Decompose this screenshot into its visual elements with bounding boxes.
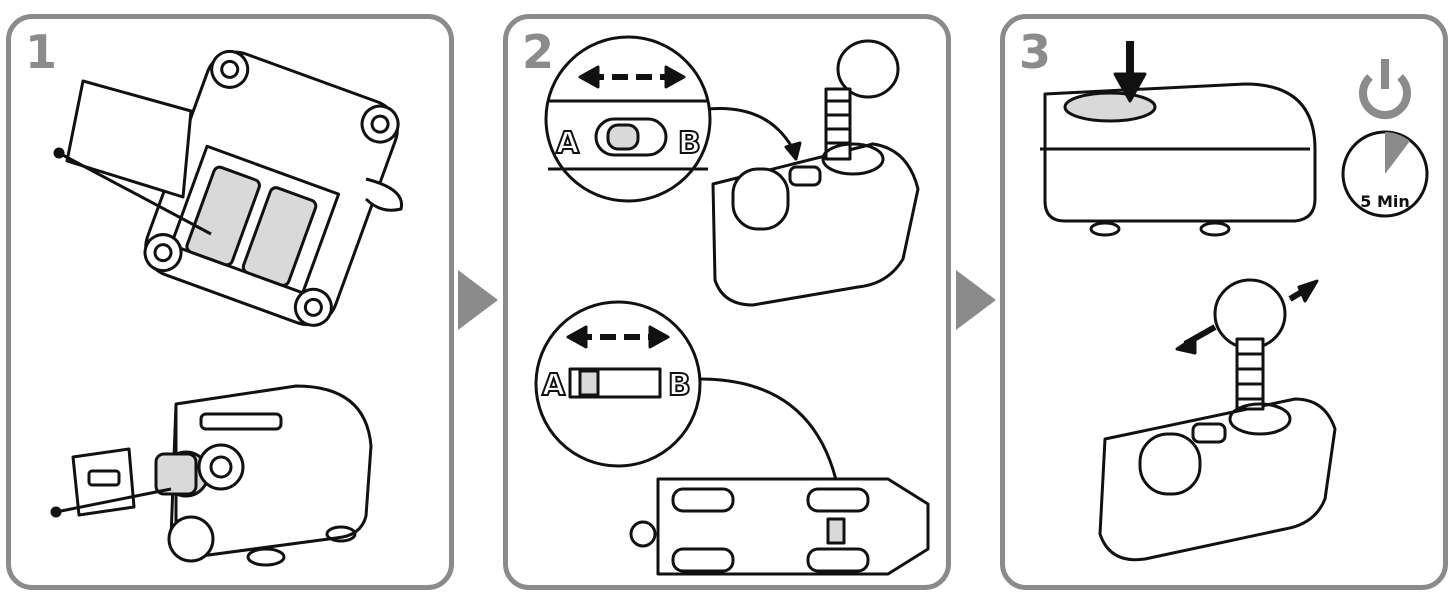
next-step-arrow-2: [956, 270, 996, 330]
battery-1: [185, 165, 261, 267]
switch-magnifier-bottom: [534, 300, 702, 468]
switch-magnifier-top: [544, 35, 712, 203]
device-underside-view: [629, 477, 930, 576]
switch-label-a: A: [556, 126, 580, 161]
double-arrow-icon: [1175, 279, 1319, 355]
step-1-number: 1: [25, 25, 58, 79]
battery-2: [241, 186, 318, 287]
step-3-number: 3: [1019, 25, 1052, 79]
timer-icon: [1341, 130, 1429, 218]
timer-label: 5 Min: [1360, 192, 1410, 211]
step-2-number: 2: [522, 25, 555, 79]
battery-install-illustration: [50, 49, 404, 567]
switch-label-b: B: [678, 126, 701, 161]
device-side-press: [1040, 82, 1317, 237]
power-icon: [1359, 59, 1411, 120]
device-side-view: [50, 384, 373, 567]
power-on-illustration: 5 Min: [1040, 41, 1429, 562]
handle-top: [836, 39, 900, 99]
step-3-panel: 3: [1000, 14, 1448, 590]
next-step-arrow-1: [458, 270, 498, 330]
switch-setting-illustration: A B A B: [534, 35, 930, 576]
side-cover: [71, 447, 136, 517]
device-bottom-view: [143, 49, 400, 327]
battery-cover: [65, 79, 193, 199]
battery-side: [154, 452, 198, 496]
switch2-label-b: B: [668, 368, 691, 403]
step-1-panel: 1: [6, 14, 454, 590]
device-top-view: [711, 39, 920, 307]
step-2-panel: 2: [503, 14, 951, 590]
device-top-angled: [1098, 278, 1337, 562]
switch2-label-a: A: [542, 368, 566, 403]
